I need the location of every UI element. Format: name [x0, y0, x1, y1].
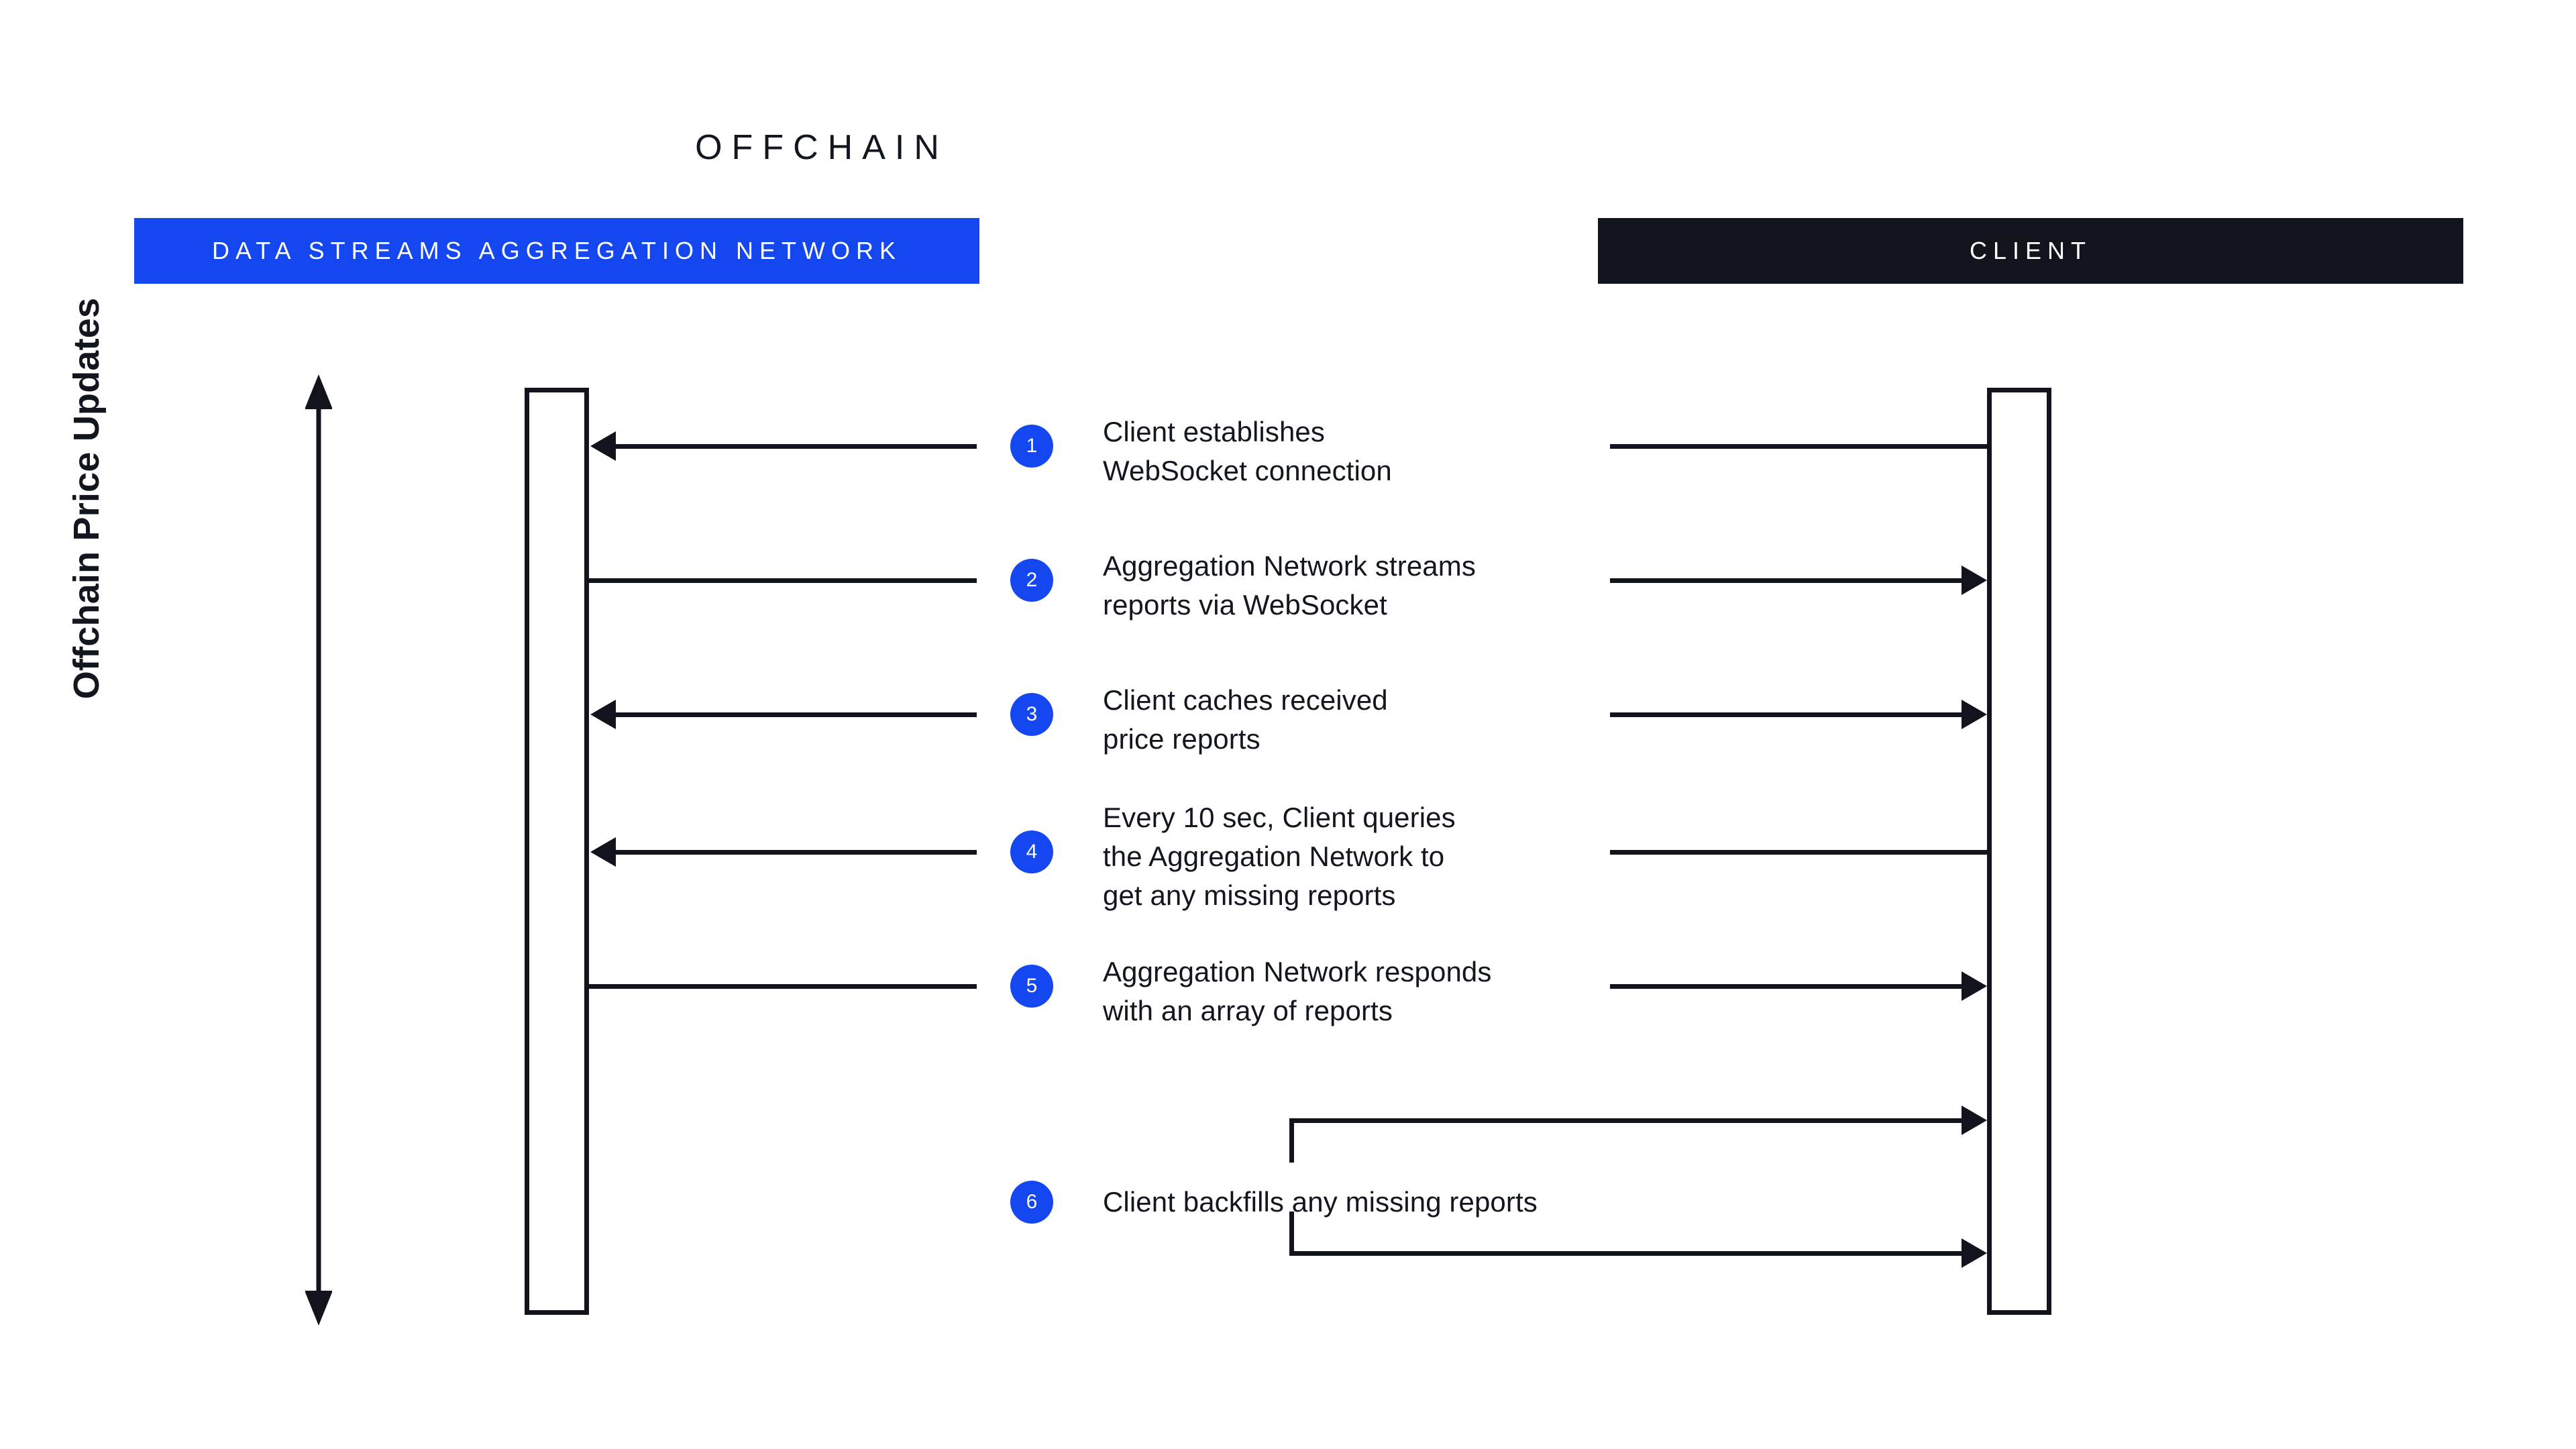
message-line-5-right [1610, 984, 1962, 989]
step-text-4: Every 10 sec, Client queries the Aggrega… [1103, 802, 1456, 911]
arrow-head-left-1 [590, 431, 616, 461]
arrow-head-right-6-bottom [1962, 1238, 1987, 1268]
self-loop-stub-bottom [1289, 1212, 1294, 1256]
message-line-3-right [1610, 712, 1962, 717]
arrow-head-left-4 [590, 837, 616, 867]
message-line-4-left [616, 850, 977, 855]
message-line-6-top [1289, 1118, 1962, 1123]
step-text-1: Client establishes WebSocket connection [1103, 416, 1392, 486]
arrow-head-right-6-top [1962, 1106, 1987, 1135]
message-line-2-right [1610, 578, 1962, 583]
lane-header-client-label: CLIENT [1969, 237, 2092, 264]
step-badge-5: 5 [1010, 965, 1053, 1008]
diagram-title: OFFCHAIN [0, 127, 2576, 168]
arrow-head-right-5 [1962, 971, 1987, 1001]
arrow-head-left-3 [590, 700, 616, 729]
step-badge-4: 4 [1010, 830, 1053, 873]
lane-header-network: DATA STREAMS AGGREGATION NETWORK [134, 218, 979, 284]
self-loop-stub-top [1289, 1118, 1294, 1163]
lifeline-client [1987, 388, 2051, 1315]
step-badge-2: 2 [1010, 559, 1053, 602]
step-text-2: Aggregation Network streams reports via … [1103, 550, 1476, 621]
message-line-5-left [589, 984, 977, 989]
lane-header-network-label: DATA STREAMS AGGREGATION NETWORK [211, 237, 902, 264]
step-text-5: Aggregation Network responds with an arr… [1103, 956, 1492, 1026]
message-line-6-bottom [1289, 1251, 1962, 1256]
diagram-title-text: OFFCHAIN [695, 128, 949, 167]
message-line-4-right [1610, 850, 1987, 855]
message-line-2-left [589, 578, 977, 583]
lifeline-network [525, 388, 589, 1315]
step-badge-3: 3 [1010, 693, 1053, 736]
message-line-3-left [616, 712, 977, 717]
step-text-3: Client caches received price reports [1103, 684, 1388, 755]
message-line-1-right [1610, 444, 1987, 449]
step-badge-1: 1 [1010, 425, 1053, 468]
axis-label: Offchain Price Updates [66, 297, 107, 700]
double-vertical-arrow-icon [305, 374, 333, 1326]
step-text-6: Client backfills any missing reports [1103, 1186, 1538, 1218]
step-badge-6: 6 [1010, 1181, 1053, 1224]
message-line-1-left [616, 444, 977, 449]
arrow-head-right-3 [1962, 700, 1987, 729]
arrow-head-right-2 [1962, 566, 1987, 595]
lane-header-client: CLIENT [1598, 218, 2463, 284]
